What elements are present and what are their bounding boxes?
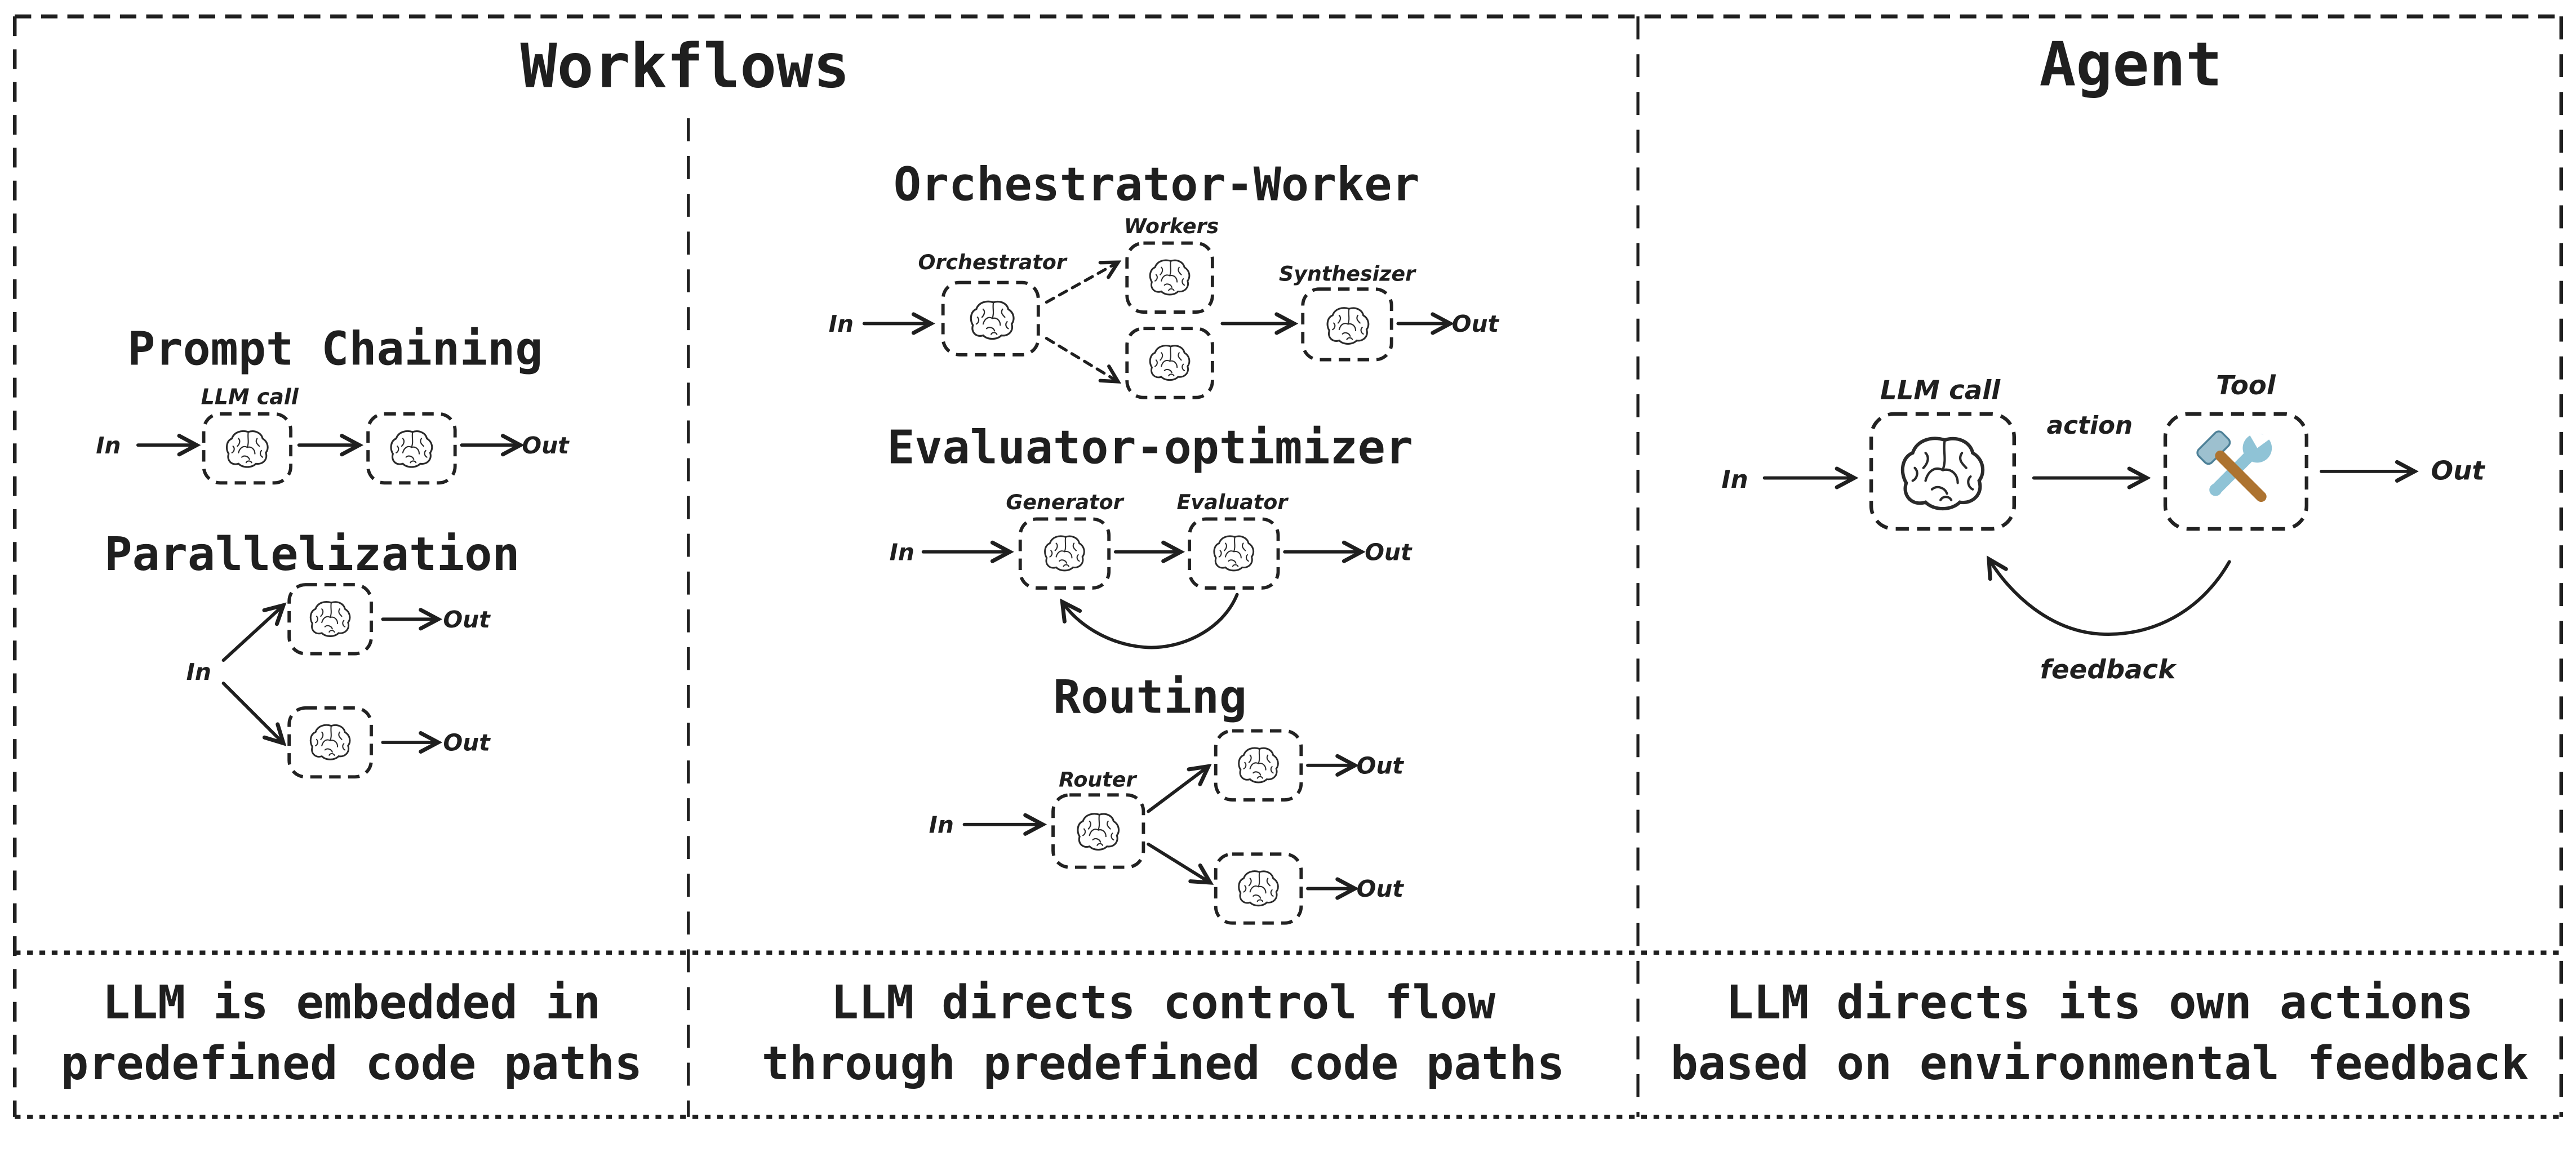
brain-icon [225,430,269,468]
feedback-arrow [1987,555,2231,636]
llm-box [1214,852,1303,925]
in-label: In [186,658,211,685]
brain-icon [1149,259,1191,296]
caption-line: LLM directs control flow [831,976,1496,1030]
in-label: In [929,811,954,838]
parallelization-diagram: Parallelization In Out Out [104,528,520,779]
arrow [221,682,287,746]
brain-icon [1149,345,1191,381]
synthesizer-box [1301,287,1393,362]
out-label: Out [1452,310,1500,337]
routing-title: Routing [1053,671,1247,724]
orchestrator-worker-diagram: Orchestrator-Worker Workers Orchestrator… [829,158,1500,399]
action-label: action [2047,411,2133,440]
worker-box [1125,327,1214,399]
feedback-arrow [1060,593,1239,649]
prompt-chaining-diagram: Prompt Chaining LLM call In Out [96,322,570,485]
caption-workflows-left: LLM is embedded in predefined code paths [61,976,642,1090]
brain-icon [390,430,433,468]
caption-agent: LLM directs its own actions based on env… [1671,976,2529,1090]
evaluator-optimizer-title: Evaluator-optimizer [887,421,1413,474]
out-label: Out [522,432,570,459]
orchestrator-worker-title: Orchestrator-Worker [894,158,1420,212]
tool-label: Tool [2216,371,2276,401]
synthesizer-label: Synthesizer [1279,262,1416,286]
router-box [1051,793,1145,869]
out-label: Out [2431,456,2485,486]
out-label: Out [443,606,491,633]
brain-icon [1238,870,1279,907]
out-label: Out [1365,538,1413,566]
evaluator-box [1188,517,1280,590]
evaluator-label: Evaluator [1177,490,1289,514]
out-label: Out [443,729,491,756]
dashed-arrow [1045,260,1122,304]
brain-icon [1077,813,1120,851]
workflows-title: Workflows [521,32,850,102]
llm-box [202,412,293,485]
brain-icon [970,300,1015,340]
brain-icon [1213,535,1255,572]
evaluator-optimizer-diagram: Evaluator-optimizer Generator Evaluator … [887,421,1413,649]
llm-box [287,583,373,656]
dashed-arrow [1045,337,1122,384]
llm-box [1214,729,1303,802]
llm-box [1869,412,2016,531]
tool-box [2163,412,2309,531]
caption-line: predefined code paths [61,1037,642,1090]
arrow [1147,764,1212,813]
in-label: In [829,310,854,337]
llm-box [287,706,373,779]
agent-diagram: LLM call Tool action In Out feedback [1721,371,2485,685]
caption-workflows-right: LLM directs control flow through predefi… [762,976,1565,1090]
orchestrator-label: Orchestrator [918,250,1068,274]
arrow [221,602,287,662]
brain-icon [1903,438,1983,509]
in-label: In [1721,465,1748,494]
llm-call-label: LLM call [201,384,299,409]
routing-diagram: Routing Router In Out Out [929,671,1405,925]
in-label: In [96,432,121,459]
generator-label: Generator [1006,490,1124,514]
out-label: Out [1357,875,1405,902]
feedback-label: feedback [2040,655,2177,685]
llm-call-label: LLM call [1880,376,2001,406]
out-label: Out [1357,752,1405,779]
worker-box [1125,241,1214,314]
caption-line: based on environmental feedback [1671,1037,2529,1090]
brain-icon [1238,747,1279,783]
caption-line: LLM is embedded in [103,976,601,1030]
brain-icon [309,600,351,638]
router-label: Router [1059,768,1137,792]
agent-title: Agent [2039,30,2222,100]
arrow [1147,842,1214,885]
workers-label: Workers [1124,214,1219,238]
in-label: In [890,538,914,566]
llm-box [366,412,457,485]
brain-icon [1326,307,1370,345]
brain-icon [1044,535,1085,572]
generator-box [1018,517,1111,590]
prompt-chaining-title: Prompt Chaining [127,322,543,376]
caption-line: through predefined code paths [762,1037,1565,1090]
caption-line: LLM directs its own actions [1726,976,2473,1030]
parallelization-title: Parallelization [104,528,519,581]
brain-icon [309,724,351,760]
hammer-and-wrench-icon [2196,429,2272,496]
